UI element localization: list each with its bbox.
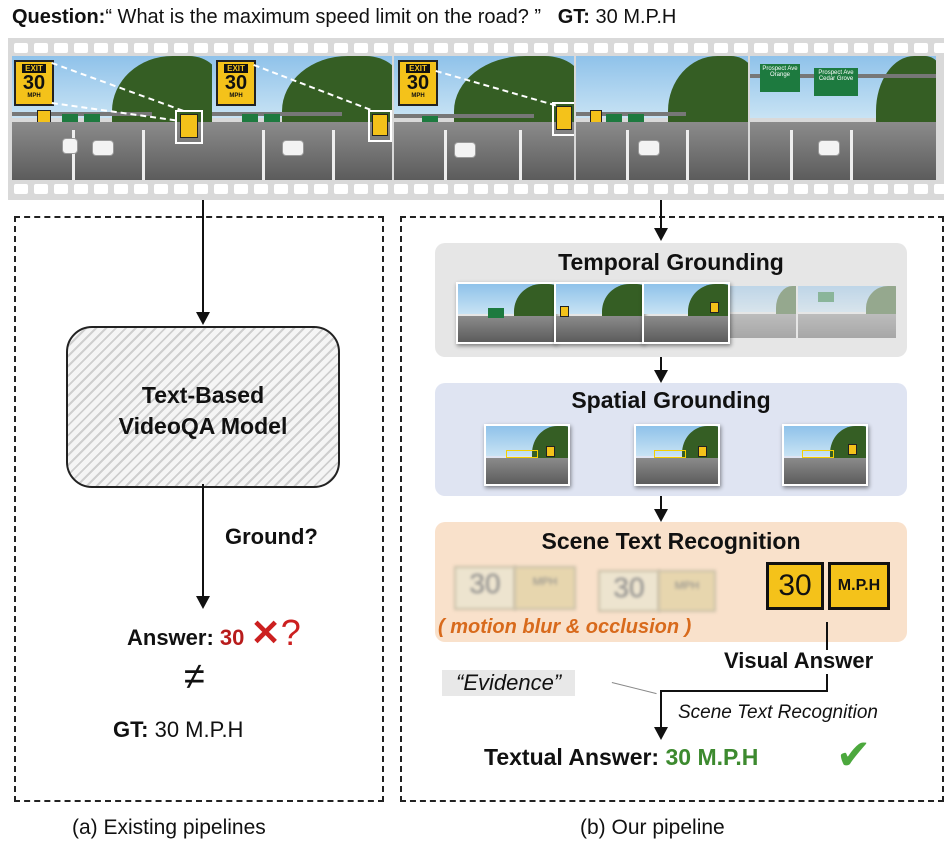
green-sign-1: Prospect Ave Orange: [760, 64, 800, 92]
evidence-tag: “Evidence”: [442, 670, 576, 696]
arrow-model-to-answer: [202, 484, 204, 596]
clear-crop-mph: M.P.H: [828, 562, 890, 610]
str-process-label: Scene Text Recognition: [678, 702, 878, 723]
temporal-thumb-4-faded: [728, 286, 796, 338]
clear-crop-number: 30: [766, 562, 824, 610]
question-line: Question:“ What is the maximum speed lim…: [12, 6, 676, 29]
spatial-thumb-1: [484, 424, 570, 486]
film-sprockets-top: [14, 43, 948, 53]
connector-horizontal: [660, 690, 828, 692]
text-based-videoqa-model: Text-Based VideoQA Model: [66, 326, 340, 488]
video-frame-5: Prospect Ave Orange Prospect Ave Cedar G…: [750, 56, 936, 180]
spatial-thumb-2: [634, 424, 720, 486]
arrowhead-film-to-temporal: [654, 228, 668, 241]
temporal-thumb-3: [642, 282, 730, 344]
green-sign-2: Prospect Ave Cedar Grove: [814, 68, 858, 96]
arrowhead-temporal-to-spatial: [654, 370, 668, 383]
caption-existing: (a) Existing pipelines: [72, 816, 266, 839]
question-mark-icon: ?: [280, 612, 301, 653]
scene-text-recognition-title: Scene Text Recognition: [541, 528, 801, 554]
check-icon: ✔: [836, 731, 872, 778]
blurred-crop-2-mph: MPH: [658, 570, 716, 612]
answer-line: Answer: 30 ✕?: [127, 612, 301, 654]
temporal-thumb-5-faded: [798, 286, 896, 338]
blurred-crop-1-number: 30: [454, 566, 516, 610]
our-pipeline-panel: [400, 216, 944, 802]
left-gt-value: 30 M.P.H: [154, 717, 244, 742]
arrow-temporal-to-spatial: [660, 357, 662, 371]
connector-visual-down: [826, 674, 828, 692]
connector-visual-answer: [826, 622, 828, 650]
existing-pipeline-panel: [14, 216, 384, 802]
arrowhead-spatial-to-str: [654, 509, 668, 522]
not-equal-symbol: ≠: [184, 656, 205, 698]
film-sprockets-bottom: [14, 184, 948, 194]
textual-answer-label: Textual Answer:: [484, 744, 660, 770]
temporal-grounding-title: Temporal Grounding: [558, 249, 784, 275]
arrowhead-to-textual-answer: [654, 727, 668, 740]
textual-answer-value: 30 M.P.H: [665, 744, 759, 770]
temporal-thumb-1: [456, 282, 556, 344]
visual-answer-label: Visual Answer: [724, 648, 874, 673]
motion-blur-note: ( motion blur & occlusion ): [438, 616, 692, 638]
left-gt-label: GT:: [113, 717, 149, 742]
arrow-to-textual-answer: [660, 690, 662, 728]
answer-value: 30: [219, 625, 245, 650]
arrowhead-model-to-answer: [196, 596, 210, 609]
ground-question: Ground?: [225, 524, 318, 549]
answer-label: Answer:: [127, 625, 214, 650]
video-frame-4: [576, 56, 748, 180]
spatial-thumb-3: [782, 424, 868, 486]
blurred-crop-2-number: 30: [598, 570, 660, 612]
wrong-cross-icon: ✕: [250, 612, 281, 653]
gt-value: 30 M.P.H: [595, 6, 677, 28]
textual-answer-line: Textual Answer: 30 M.P.H: [484, 744, 758, 771]
arrow-spatial-to-str: [660, 496, 662, 510]
arrow-film-to-model: [202, 200, 204, 314]
arrowhead-film-to-model: [196, 312, 210, 325]
arrow-film-to-temporal: [660, 200, 662, 228]
model-label: Text-Based VideoQA Model: [118, 382, 288, 439]
spatial-grounding-title: Spatial Grounding: [571, 387, 771, 413]
temporal-thumb-2: [554, 282, 644, 344]
blurred-crop-1-mph: MPH: [514, 566, 576, 610]
gt-label: GT:: [557, 6, 590, 28]
caption-our-pipeline: (b) Our pipeline: [580, 816, 725, 839]
left-gt-line: GT: 30 M.P.H: [113, 717, 243, 743]
question-text: “ What is the maximum speed limit on the…: [105, 6, 542, 28]
question-label: Question:: [12, 6, 106, 28]
